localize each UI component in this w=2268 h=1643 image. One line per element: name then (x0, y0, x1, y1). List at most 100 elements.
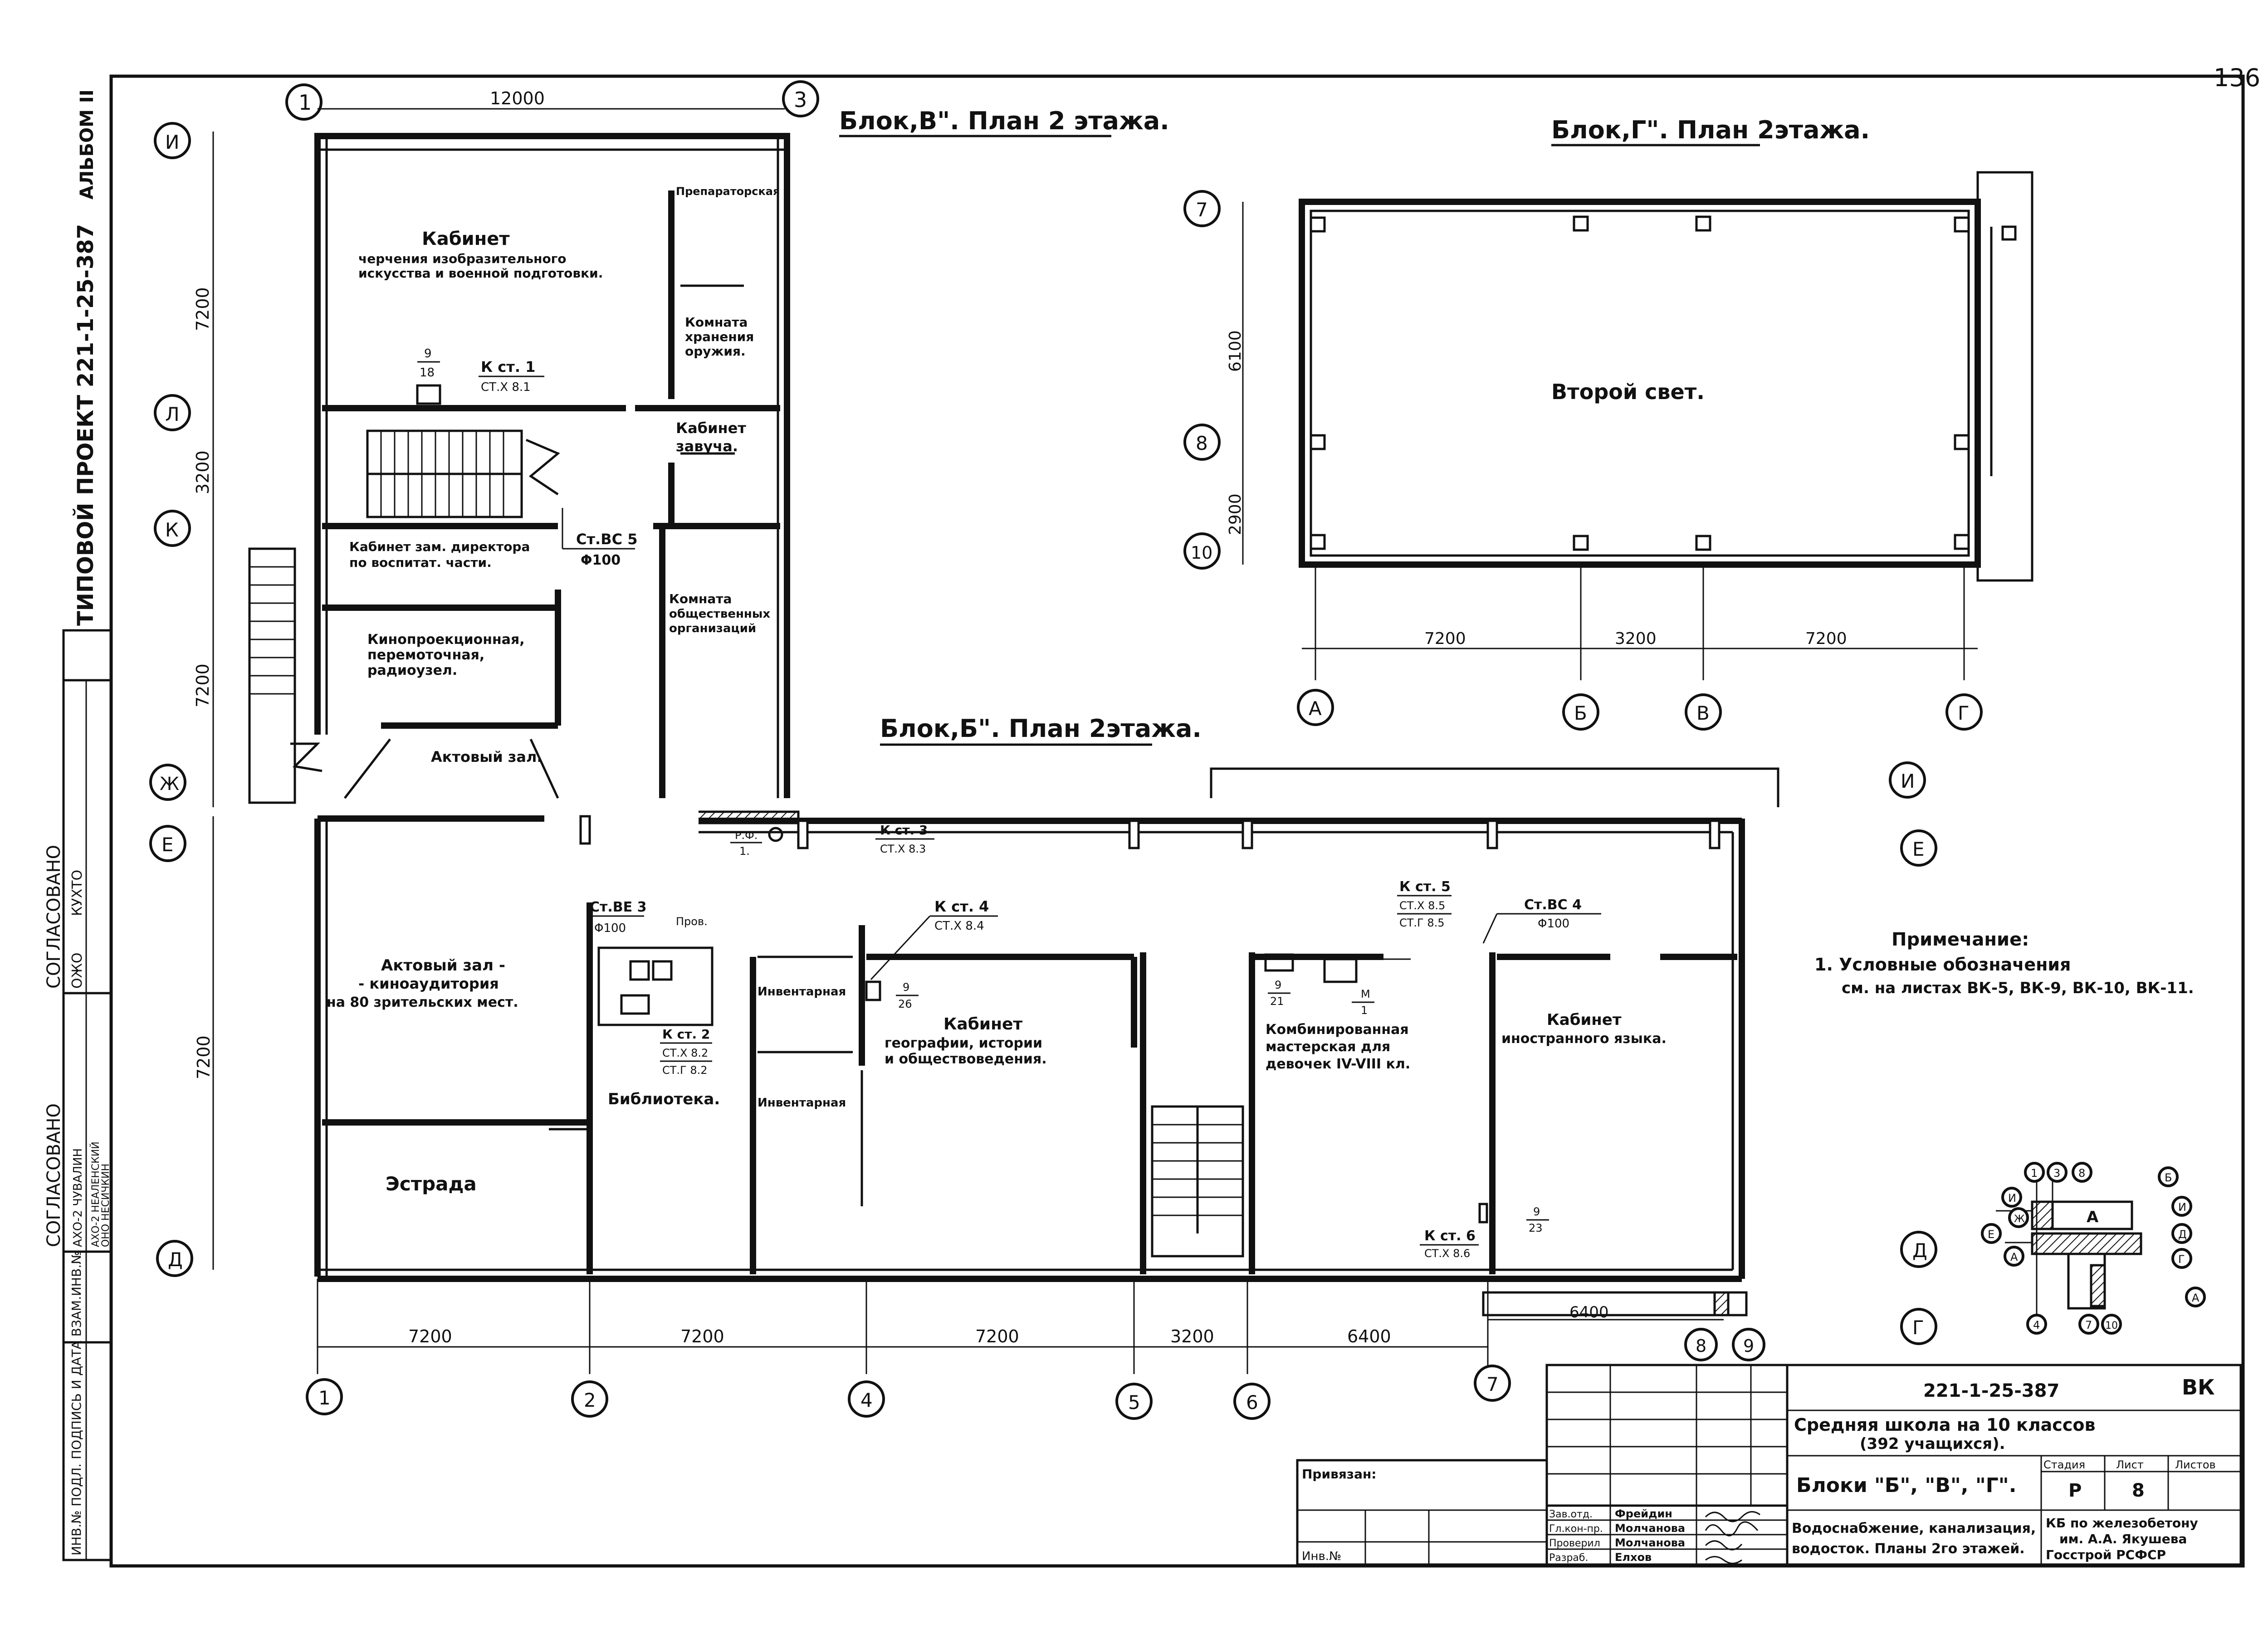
axis-g-a: А (1309, 697, 1322, 720)
axis-b-6: 6 (1246, 1391, 1258, 1414)
key-label-a2: А (2192, 1292, 2200, 1304)
room-preparatory: Препараторская (676, 185, 780, 198)
block-v-title: Блок,В". План 2 этажа. (839, 107, 1169, 135)
note-b-kst6-sub: СТ.Х 8.6 (1424, 1247, 1470, 1260)
block-g-plan: Блок,Г". План 2этажа. Второй свет. 7 8 1… (1183, 116, 2033, 731)
stamp-inv-row: ИНВ.№ ПОДЛ. ПОДПИСЬ И ДАТА ВЗАМ.ИНВ.№ (69, 1251, 84, 1555)
note-b-frac-a-bot: 26 (898, 998, 912, 1010)
note-b-kst2: К ст. 2 (662, 1027, 710, 1042)
key-label-a: А (2010, 1251, 2018, 1263)
note-v-stvc5: Ст.ВС 5 (576, 531, 637, 548)
note-v-frac-bot: 18 (420, 366, 435, 380)
room-projection-3: радиоузел. (367, 663, 457, 678)
key-label-3: 3 (2053, 1167, 2060, 1180)
room-workshop-3: девочек IV-VIII кл. (1266, 1056, 1410, 1072)
axis-b-9: 9 (1743, 1336, 1754, 1356)
axis-b-4: 4 (860, 1389, 873, 1411)
note-v-frac-top: 9 (424, 347, 432, 361)
note-b-kst5-sub2: СТ.Г 8.5 (1399, 917, 1444, 929)
note-b-kst3: К ст. 3 (880, 823, 928, 838)
tb-description-2: водосток. Планы 2го этажей. (1792, 1541, 2025, 1557)
side-stamp: ТИПОВОЙ ПРОЕКТ 221-1-25-387 АЛЬБОМ II СО… (44, 89, 112, 1561)
axis-g-10: 10 (1191, 543, 1212, 563)
key-label-10: 10 (2105, 1320, 2118, 1331)
tb-sheets-hdr: Листов (2175, 1458, 2216, 1471)
axis-g-v: В (1696, 702, 1710, 724)
axis-v-1: 1 (298, 90, 312, 115)
key-label-g: Г (2178, 1253, 2185, 1266)
block-g-dim-h2: 3200 (1615, 629, 1657, 648)
note-b-phi100a: Φ100 (594, 921, 626, 935)
note-b-rf: Р.Ф. (735, 829, 758, 842)
tb-school-1: Средняя школа на 10 классов (1794, 1415, 2096, 1435)
stamp-agreed-2-row-b: АХО-2 НЕАЛЕНСКИЙ (90, 1141, 102, 1247)
room-drawing-cabinet-3: искусства и военной подготовки. (358, 266, 603, 281)
room-arms-3: оружия. (685, 344, 746, 359)
block-b-dim-h2: 7200 (680, 1326, 724, 1346)
note-v-kst1: К ст. 1 (481, 358, 535, 375)
note-b-kst4: К ст. 4 (934, 898, 989, 915)
block-v-dim-v1: 7200 (193, 287, 213, 331)
axis-v-k: К (165, 519, 179, 541)
sheet-number: 136 (2214, 63, 2260, 92)
room-projection-1: Кинопроекционная, (367, 632, 525, 648)
block-b-title: Блок,Б". План 2этажа. (880, 714, 1202, 743)
room-workshop-2: мастерская для (1266, 1039, 1390, 1055)
tb-org-1: КБ по железобетону (2046, 1516, 2198, 1531)
tb-sig-name-2: Молчанова (1615, 1522, 1685, 1535)
key-plan-block-letter: А (2087, 1208, 2099, 1226)
axis-b-g: Г (1912, 1316, 1924, 1339)
note-b-kst3-sub: СТ.Х 8.3 (880, 843, 926, 855)
room-geo-1: Кабинет (943, 1015, 1022, 1034)
tb-signature-scribble (1705, 1511, 1760, 1564)
tb-inv: Инв.№ (1302, 1550, 1341, 1563)
note-b-kst2-sub1: СТ.Х 8.2 (662, 1047, 708, 1059)
room-zavuch-1: Кабинет (676, 419, 746, 437)
room-assembly-2: - киноаудитория (358, 975, 499, 992)
key-label-7: 7 (2085, 1319, 2092, 1331)
room-hall: Актовый зал. (431, 748, 543, 765)
note-b-frac-a-top: 9 (903, 981, 909, 994)
stamp-agreed-1-row-a: ОЖО (69, 952, 85, 989)
note-v-kst1-sub: СТ.Х 8.1 (481, 380, 531, 394)
note-block: Примечание: 1. Условные обозначения см. … (1814, 929, 2194, 997)
block-g-dim-h1: 7200 (1424, 629, 1466, 648)
room-assembly-1: Актовый зал - (381, 956, 505, 975)
tb-org-3: Госстрой РСФСР (2046, 1547, 2166, 1562)
tb-sig-role-1: Зав.отд. (1549, 1509, 1593, 1520)
room-social-3: организаций (669, 622, 756, 635)
stair-treads-ext (249, 566, 295, 695)
room-social-2: общественных (669, 607, 770, 621)
block-v-plan: Блок,В". План 2 этажа. 1 3 12000 И Л К 7… (154, 80, 1169, 807)
stamp-agreed-1-row-b: КУХТО (69, 870, 85, 916)
room-geo-2: географии, истории (885, 1035, 1042, 1051)
room-drawing-cabinet-2: черчения изобразительного (358, 251, 567, 266)
stamp-agreed-2-row-c: ОНО НЕСИЧКИН (100, 1164, 112, 1247)
note-b-frac-d-top: М (1361, 988, 1370, 1000)
note-b-rf-sub: 1. (739, 845, 750, 858)
block-v-dim-h: 12000 (490, 88, 545, 108)
axis-b-5: 5 (1128, 1391, 1140, 1414)
key-label-8: 8 (2078, 1167, 2085, 1180)
tb-sig-name-4: Елхов (1615, 1551, 1652, 1564)
axis-g-8: 8 (1196, 432, 1208, 454)
block-v-dim-v3: 7200 (193, 663, 213, 707)
room-stage: Эстрада (386, 1173, 477, 1195)
axis-b-d2: Д (1912, 1239, 1927, 1262)
block-g-dim-v1: 6100 (1226, 330, 1245, 372)
key-label-zh: Ж (2014, 1214, 2025, 1225)
axis-b-1: 1 (318, 1387, 331, 1409)
block-b-dim-h5: 6400 (1347, 1326, 1391, 1346)
key-plan: А 1 3 8 Б И Ж Е А И Д Г А 4 7 10 (1981, 1162, 2206, 1335)
note-heading: Примечание: (1892, 929, 2029, 950)
note-b-stvc4: Ст.ВС 4 (1524, 897, 1582, 913)
axis-b-2: 2 (584, 1389, 596, 1411)
tb-sig-name-1: Фрейдин (1615, 1507, 1672, 1520)
axis-g-b: Б (1574, 702, 1587, 724)
key-label-e: Е (1988, 1228, 1994, 1241)
room-deputy-1: Кабинет зам. директора (349, 539, 530, 554)
note-b-frac-c-bot: 21 (1270, 995, 1284, 1008)
room-workshop-1: Комбинированная (1266, 1022, 1409, 1038)
room-arms-1: Комната (685, 315, 748, 330)
block-b-dim-extra: 6400 (1569, 1303, 1609, 1321)
